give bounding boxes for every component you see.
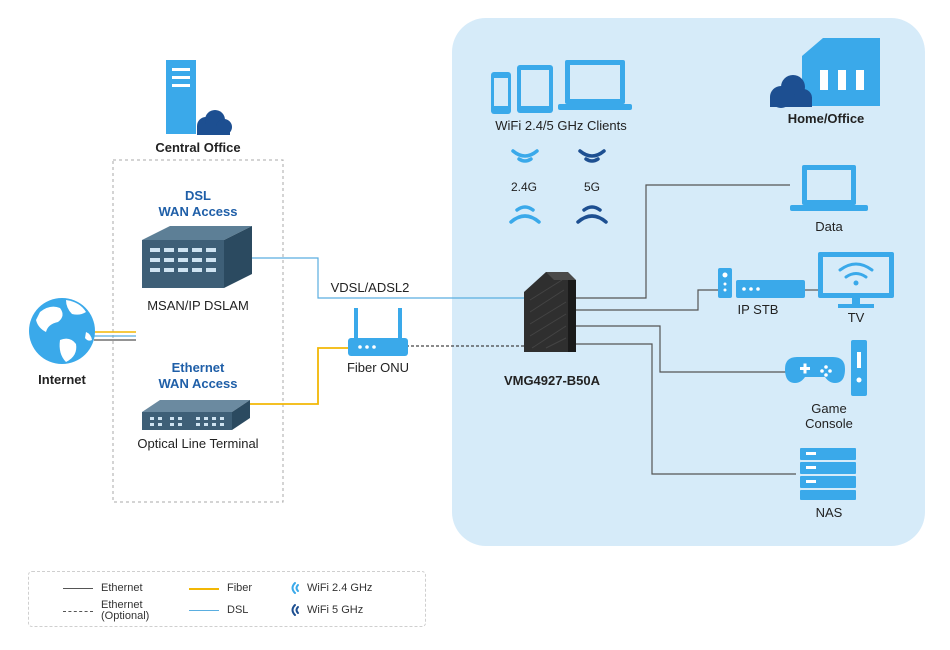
band-5-label: 5G xyxy=(584,180,600,194)
legend-fiber: Fiber xyxy=(189,583,252,594)
internet-label: Internet xyxy=(38,372,86,387)
central-office-box xyxy=(112,159,284,503)
tv-icon xyxy=(818,252,894,308)
wifi-24-legend-icon xyxy=(291,582,299,594)
nas-icon xyxy=(800,448,856,500)
legend-wifi24-label: WiFi 2.4 GHz xyxy=(307,581,373,594)
tv-label: TV xyxy=(848,310,865,325)
wifi-5-icon xyxy=(576,149,608,224)
game-console-label-line1: Game xyxy=(811,401,846,416)
legend-fiber-swatch xyxy=(189,587,219,590)
legend-ethernet-optional: Ethernet (Optional) xyxy=(63,600,149,622)
legend-ethernet: Ethernet xyxy=(63,583,143,594)
legend-ethernet-optional-line2: (Optional) xyxy=(101,610,150,622)
legend-ethernet-optional-swatch xyxy=(63,610,93,612)
ip-stb-label: IP STB xyxy=(738,302,779,317)
ethernet-wan-label-line1: Ethernet xyxy=(172,360,225,375)
router-label: VMG4927-B50A xyxy=(504,373,601,388)
ip-stb-icon xyxy=(718,268,805,298)
band-24-label: 2.4G xyxy=(511,180,537,194)
data-label: Data xyxy=(815,219,843,234)
legend-wifi24: WiFi 2.4 GHz xyxy=(287,581,372,595)
wifi-5-legend-icon xyxy=(291,604,299,616)
data-laptop-icon xyxy=(790,165,868,211)
connection-lines xyxy=(94,184,818,475)
dsl-wan-label-line2: WAN Access xyxy=(159,204,238,219)
game-console-icon xyxy=(785,340,867,396)
olt-icon xyxy=(142,400,250,430)
legend-ethernet-label: Ethernet xyxy=(101,582,143,594)
central-office-label: Central Office xyxy=(155,140,240,155)
fiber-onu-label: Fiber ONU xyxy=(347,360,409,375)
legend-fiber-label: Fiber xyxy=(227,582,253,594)
legend-dsl: DSL xyxy=(189,605,248,616)
nas-label: NAS xyxy=(816,505,843,520)
legend-wifi5-label: WiFi 5 GHz xyxy=(307,603,364,616)
legend-dsl-swatch xyxy=(189,610,219,611)
vdsl-label: VDSL/ADSL2 xyxy=(331,280,410,295)
legend-wifi5: WiFi 5 GHz xyxy=(287,603,363,617)
wifi-clients-icon xyxy=(491,60,632,114)
legend-ethernet-swatch xyxy=(63,588,93,589)
wifi-clients-label: WiFi 2.4/5 GHz Clients xyxy=(495,118,627,133)
legend-ethernet-optional-line1: Ethernet xyxy=(101,599,143,611)
msan-label: MSAN/IP DSLAM xyxy=(147,298,249,313)
olt-label: Optical Line Terminal xyxy=(137,436,258,451)
central-office-server-icon xyxy=(166,60,232,135)
dsl-wan-label-line1: DSL xyxy=(185,188,211,203)
legend: Ethernet Ethernet (Optional) Fiber DSL W… xyxy=(28,571,426,627)
wifi-24-icon xyxy=(509,149,541,224)
fiber-onu-icon xyxy=(348,308,408,356)
internet-globe-icon xyxy=(29,298,95,364)
ethernet-wan-label-line2: WAN Access xyxy=(159,376,238,391)
home-office-label: Home/Office xyxy=(788,111,865,126)
msan-dslam-icon xyxy=(142,226,252,288)
legend-dsl-label: DSL xyxy=(227,604,249,616)
home-office-building-icon xyxy=(770,38,880,108)
game-console-label-line2: Console xyxy=(805,416,853,431)
home-office-area xyxy=(452,18,925,546)
router-icon xyxy=(524,272,576,352)
